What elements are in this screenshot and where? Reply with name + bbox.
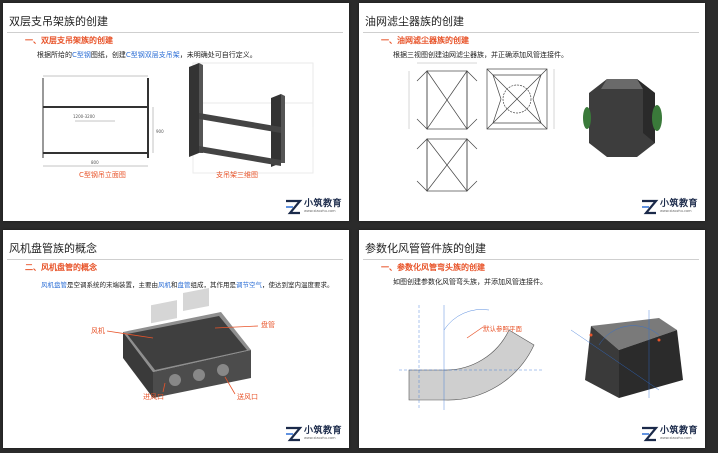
logo-icon [285,199,303,215]
svg-text:900: 900 [156,129,164,134]
fan-coil-3d-model [106,287,259,398]
slide-description: 如图创建参数化风管弯头族，并添加风管连接件。 [393,278,547,286]
slide-title: 风机盘管族的概念 [9,242,97,255]
svg-text:1200-3200: 1200-3200 [73,114,95,119]
title-divider [7,32,343,33]
logo-icon [285,426,303,442]
section-heading: 一、参数化风管弯头族的创建 [381,263,485,272]
logo-icon [641,199,659,215]
caption-3d: 支吊架三维图 [216,171,258,179]
slide-title: 油网滤尘器族的创建 [365,15,464,28]
label-coil: 盘管 [261,321,275,329]
slide-description: 根据三视图创建油网滤尘器族，并正确添加风管连接件。 [393,51,568,59]
slide-double-support[interactable]: 双层支吊架族的创建 一、双层支吊架族的创建 根据所给的C型钢图纸，创建C型钢双层… [3,3,349,221]
label-fan: 风机 [91,327,105,335]
c-steel-elevation-drawing: 1200-3200 800 900 [42,75,164,167]
title-divider [7,259,343,260]
section-heading: 一、油网滤尘器族的创建 [381,36,469,45]
title-divider [363,32,699,33]
caption-elevation: C型钢吊立面图 [79,171,126,179]
elbow-plan-drawing [399,305,544,410]
svg-text:800: 800 [91,160,99,165]
label-reference-plane: 默认参照平面 [483,325,522,333]
slide-oil-filter[interactable]: 油网滤尘器族的创建 一、油网滤尘器族的创建 根据三视图创建油网滤尘器族，并正确添… [359,3,705,221]
slide-title: 参数化风管管件族的创建 [365,242,486,255]
slide-title: 双层支吊架族的创建 [9,15,108,28]
slide-description: 根据所给的C型钢图纸，创建C型钢双层支吊架，未明确处可自行定义。 [37,51,257,59]
slide-description: 风机盘管是空调系统的末端装置，主要由风机和盘管组成，其作用是调节空气，使达到室内… [41,281,334,289]
section-heading: 一、双层支吊架族的创建 [25,36,113,45]
section-heading: 二、风机盘管的概念 [25,263,97,272]
slide-fan-coil[interactable]: 风机盘管族的概念 二、风机盘管的概念 风机盘管是空调系统的末端装置，主要由风机和… [3,230,349,448]
filter-3d-model [583,79,662,157]
three-view-drawing [408,62,555,192]
title-divider [363,259,699,260]
slide-duct-elbow[interactable]: 参数化风管管件族的创建 一、参数化风管弯头族的创建 如图创建参数化风管弯头族，并… [359,230,705,448]
label-inlet: 进风口 [143,393,164,401]
logo-icon [641,426,659,442]
elbow-3d-model [570,310,683,398]
label-outlet: 送风口 [237,393,258,401]
support-3d-model [189,63,285,167]
